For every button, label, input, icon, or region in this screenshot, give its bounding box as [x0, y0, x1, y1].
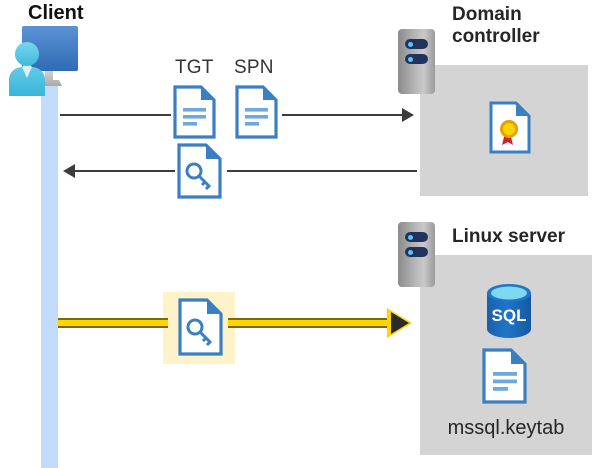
flow-line-request-right	[282, 114, 402, 116]
certificate-document-icon	[489, 101, 531, 154]
domain-controller-title: Domain controller	[452, 4, 540, 47]
tgt-document-icon	[173, 85, 216, 139]
rack-pill	[405, 39, 428, 49]
client-workstation-icon	[9, 26, 78, 96]
linux-ticket-key-document-icon	[178, 298, 223, 356]
arrowhead-to-linux-inner	[391, 312, 409, 334]
keytab-document-icon	[482, 348, 527, 404]
service-ticket-key-document-icon	[177, 143, 222, 199]
svg-text:SQL: SQL	[492, 306, 527, 325]
rack-pill	[405, 232, 428, 242]
client-lifeline	[41, 85, 58, 468]
sql-database-icon: SQL	[487, 284, 531, 338]
rack-indicator-dot	[408, 56, 413, 62]
rack-indicator-dot	[408, 41, 413, 47]
tgt-label: TGT	[175, 57, 214, 78]
linux-server-title: Linux server	[452, 226, 565, 247]
linux-server-rack-icon	[398, 222, 435, 287]
client-title: Client	[28, 2, 84, 24]
keytab-filename-label: mssql.keytab	[447, 417, 565, 439]
flow-line-ticket-right	[227, 170, 417, 172]
domain-controller-server-rack-icon	[398, 29, 435, 94]
arrowhead-to-domain-controller	[402, 108, 414, 122]
arrowhead-to-client	[63, 164, 75, 178]
flow-line-linux-right	[228, 318, 392, 328]
rack-indicator-dot	[408, 234, 413, 240]
flow-line-linux-left	[58, 318, 168, 328]
rack-pill	[405, 247, 428, 257]
spn-document-icon	[235, 85, 278, 139]
flow-line-ticket-left	[75, 170, 175, 172]
rack-pill	[405, 54, 428, 64]
flow-line-request-left	[60, 114, 171, 116]
rack-indicator-dot	[408, 249, 413, 255]
spn-label: SPN	[234, 57, 274, 78]
